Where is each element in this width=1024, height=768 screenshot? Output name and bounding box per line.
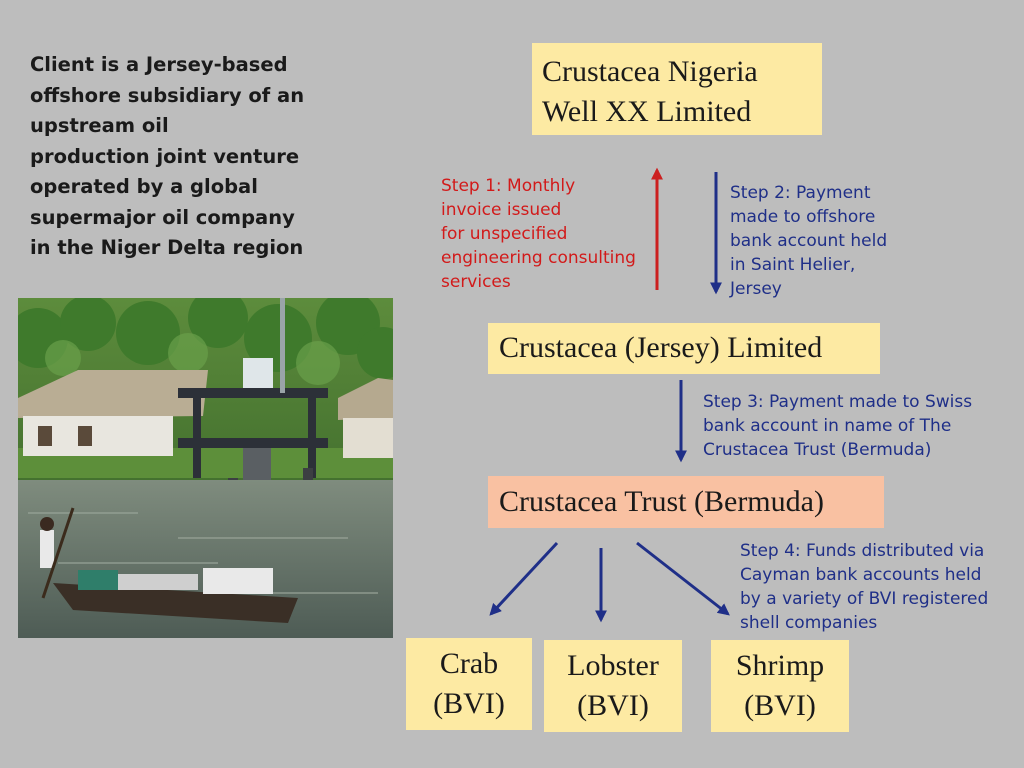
shrimp-bvi-box: Shrimp (BVI) — [711, 640, 849, 732]
intro-text: Client is a Jersey-based offshore subsid… — [30, 53, 305, 259]
arrow-to-shrimp — [636, 541, 730, 616]
step3-label: Step 3: Payment made to Swiss bank accou… — [703, 392, 973, 460]
crustacea-nigeria-box: Crustacea Nigeria Well XX Limited — [532, 43, 822, 135]
step4-label: Step 4: Funds distributed via Cayman ban… — [740, 541, 989, 633]
crustacea-jersey-box: Crustacea (Jersey) Limited — [488, 323, 880, 374]
step1-label: Step 1: Monthly invoice issued for unspe… — [441, 176, 636, 292]
niger-delta-photo — [18, 298, 393, 638]
crustacea-trust-bermuda-box: Crustacea Trust (Bermuda) — [488, 476, 884, 528]
crab-bvi-box: Crab (BVI) — [406, 638, 532, 730]
arrow-to-crab — [489, 541, 559, 616]
step2-label: Step 2: Payment made to offshore bank ac… — [730, 183, 888, 299]
lobster-bvi-box: Lobster (BVI) — [544, 640, 682, 732]
